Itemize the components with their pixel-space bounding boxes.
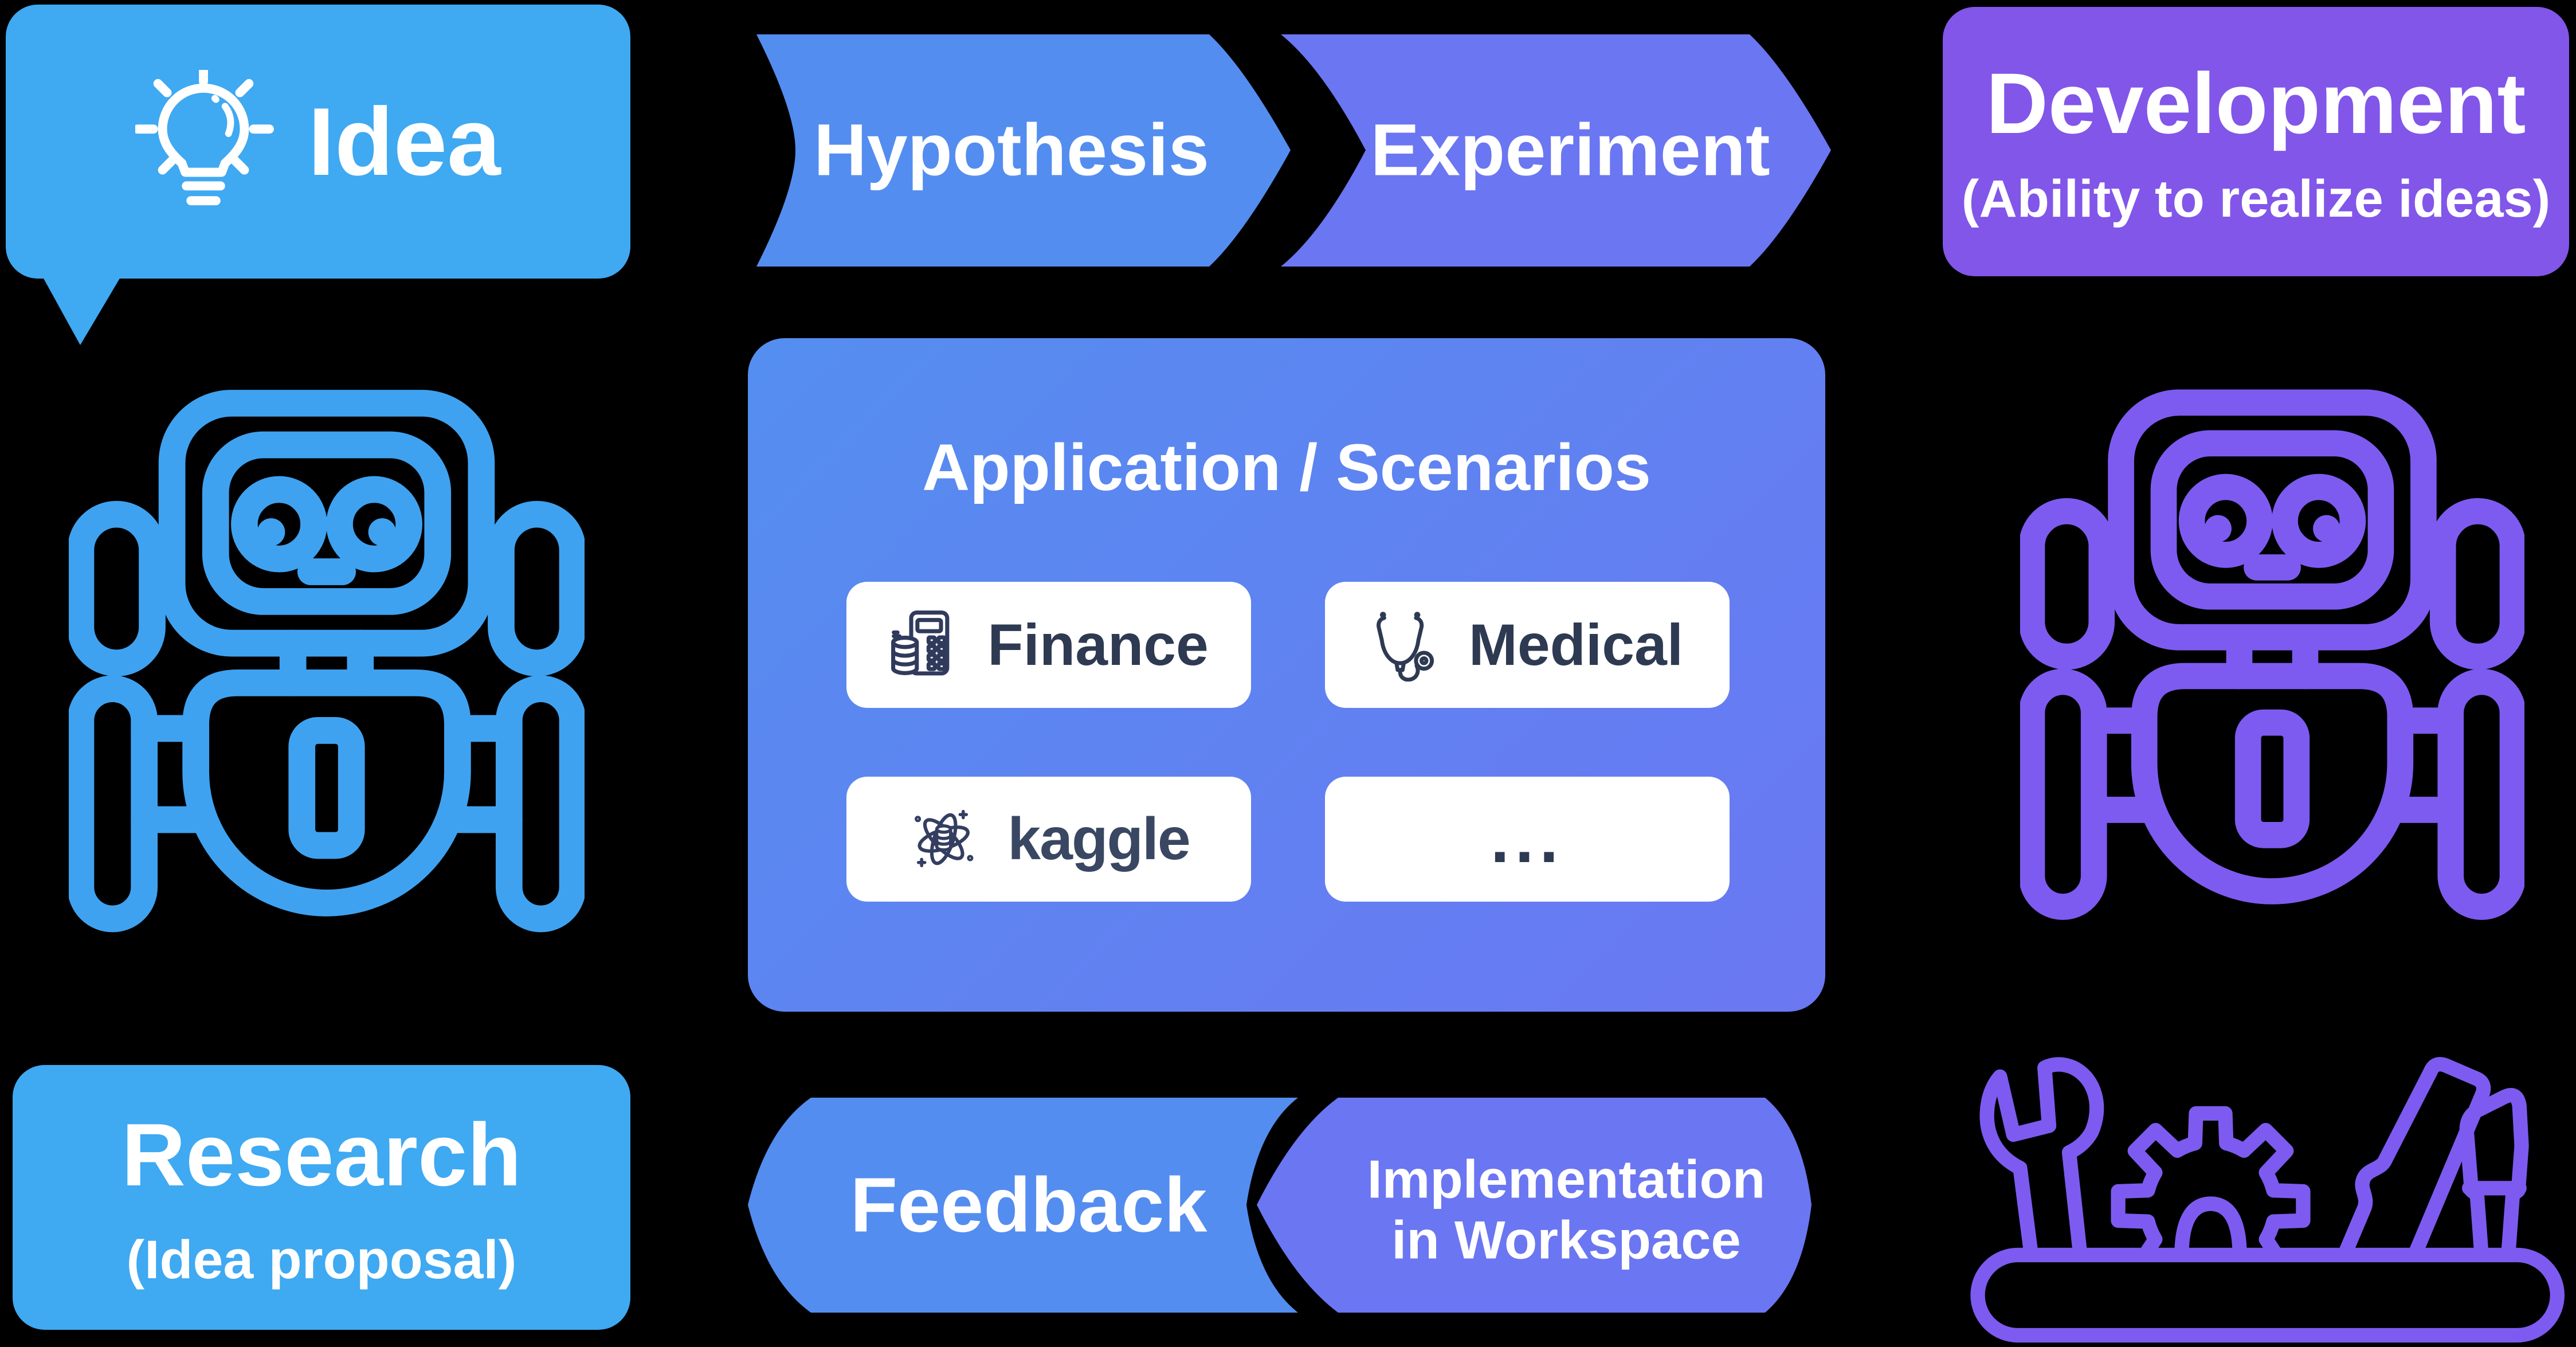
experiment-label: Experiment [1370,109,1770,191]
research-subtitle: (Idea proposal) [126,1229,517,1290]
data-atom-icon [915,809,974,867]
robot-chest [288,716,365,859]
card-finance: Finance [846,582,1251,708]
robot-head [158,390,495,657]
research-box: Research (Idea proposal) [13,1065,630,1330]
screwdriver-shape [2459,1088,2529,1263]
tool-tray [1970,1247,2565,1343]
applications-panel: Application / Scenarios Finance [748,338,1825,1012]
research-title: Research [121,1105,522,1204]
robot-ear-left [69,500,166,677]
hypothesis-arrow: Hypothesis [756,34,1291,267]
applications-title: Application / Scenarios [922,431,1651,504]
robot-body [182,669,471,917]
idea-bubble-tail [43,277,120,345]
robot-face [202,431,452,615]
robot-eye-left [231,476,327,573]
tools-icon [1970,1057,2565,1343]
development-subtitle: (Ability to realize ideas) [1961,169,2551,228]
idea-label: Idea [308,87,501,195]
robot-icon-blue [69,390,585,933]
robot-arm-left [69,675,158,933]
card-kaggle: kaggle [846,777,1251,902]
gear-arch [2174,1196,2247,1263]
calculator-coins-icon [891,610,950,676]
implementation-label-line1: Implementation [1367,1149,1766,1209]
card-medical: Medical [1325,582,1730,708]
finance-label: Finance [987,612,1209,678]
stethoscope-icon [1377,612,1434,682]
feedback-label: Feedback [850,1162,1208,1248]
card-more: ... [1325,777,1730,902]
implementation-label-line2: in Workspace [1391,1210,1741,1270]
feedback-arrow: Feedback [748,1098,1298,1313]
development-title: Development [1986,55,2526,152]
robot-eye-right [326,476,422,573]
medical-label: Medical [1468,612,1684,678]
lightbulb-icon [135,70,275,206]
robot-arm-right [495,675,585,933]
robot-ear-right [488,500,585,677]
development-box: Development (Ability to realize ideas) [1943,7,2569,276]
wrench-shape [1979,1057,2104,1263]
gear-shape [2111,1106,2311,1263]
idea-box: Idea [6,5,630,279]
implementation-arrow: Implementation in Workspace [1257,1098,1812,1313]
experiment-arrow: Experiment [1281,34,1831,267]
kaggle-label: kaggle [1007,805,1190,872]
robot-icon-purple [2020,389,2524,920]
more-label: ... [1490,801,1565,877]
blade-shape [2337,1057,2491,1263]
hypothesis-label: Hypothesis [814,109,1209,191]
